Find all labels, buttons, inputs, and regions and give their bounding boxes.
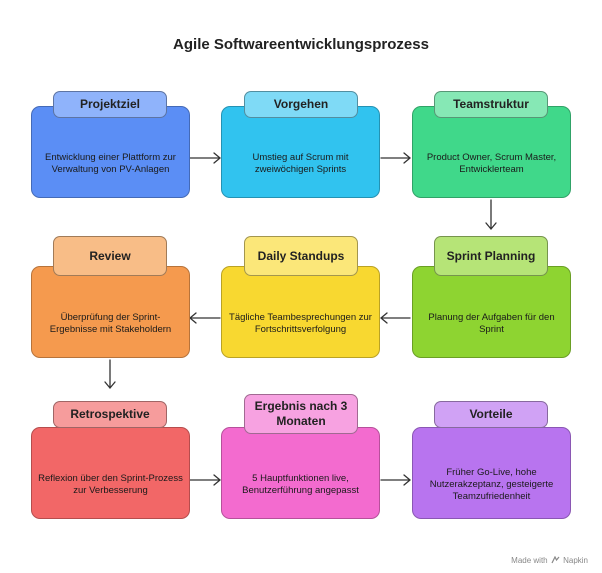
arrow-vorgehen-to-teamstruktur [380, 152, 411, 164]
step-title-projektziel: Projektziel [53, 91, 167, 118]
step-card-teamstruktur: Product Owner, Scrum Master, Entwicklert… [412, 106, 571, 198]
step-card-vorteile: Früher Go-Live, hohe Nutzerakzeptanz, ge… [412, 427, 571, 519]
footer-brand: Napkin [563, 556, 588, 565]
arrow-projektziel-to-vorgehen [189, 152, 221, 164]
step-description: Reflexion über den Sprint-Prozess zur Ve… [38, 473, 183, 496]
arrow-teamstruktur-to-sprint-planning [485, 199, 497, 230]
step-title-vorteile: Vorteile [434, 401, 548, 428]
footer-attribution: Made with Napkin [511, 555, 588, 565]
step-description: Planung der Aufgaben für den Sprint [428, 312, 555, 335]
step-card-projektziel: Entwicklung einer Plattform zur Verwaltu… [31, 106, 190, 198]
step-description: Umstieg auf Scrum mit zweiwöchigen Sprin… [252, 152, 349, 175]
footer-made-with: Made with [511, 556, 548, 565]
step-title-review: Review [53, 236, 167, 276]
step-title-retrospektive: Retrospektive [53, 401, 167, 428]
step-description: Entwicklung einer Plattform zur Verwaltu… [45, 152, 176, 175]
step-title-ergebnis: Ergebnis nach 3 Monaten [244, 394, 358, 434]
step-card-daily-standups: Tägliche Teambesprechungen zur Fortschri… [221, 266, 380, 358]
arrow-daily-standups-to-review [189, 312, 221, 324]
step-card-sprint-planning: Planung der Aufgaben für den Sprint [412, 266, 571, 358]
step-title-daily-standups: Daily Standups [244, 236, 358, 276]
step-title-vorgehen: Vorgehen [244, 91, 358, 118]
step-description: Früher Go-Live, hohe Nutzerakzeptanz, ge… [429, 467, 554, 502]
arrow-retrospektive-to-ergebnis [189, 474, 221, 486]
arrow-review-to-retrospektive [104, 359, 116, 389]
step-title-teamstruktur: Teamstruktur [434, 91, 548, 118]
step-title-sprint-planning: Sprint Planning [434, 236, 548, 276]
step-description: Product Owner, Scrum Master, Entwicklert… [426, 152, 557, 175]
step-description: 5 Hauptfunktionen live, Benutzerführung … [242, 473, 359, 496]
step-card-retrospektive: Reflexion über den Sprint-Prozess zur Ve… [31, 427, 190, 519]
arrow-sprint-planning-to-daily-standups [380, 312, 411, 324]
step-card-review: Überprüfung der Sprint-Ergebnisse mit St… [31, 266, 190, 358]
diagram-title: Agile Softwareentwicklungsprozess [173, 36, 429, 53]
step-card-ergebnis: 5 Hauptfunktionen live, Benutzerführung … [221, 427, 380, 519]
step-description: Tägliche Teambesprechungen zur Fortschri… [229, 312, 372, 335]
step-description: Überprüfung der Sprint-Ergebnisse mit St… [49, 312, 172, 335]
napkin-logo-icon [551, 555, 560, 564]
arrow-ergebnis-to-vorteile [380, 474, 411, 486]
step-card-vorgehen: Umstieg auf Scrum mit zweiwöchigen Sprin… [221, 106, 380, 198]
